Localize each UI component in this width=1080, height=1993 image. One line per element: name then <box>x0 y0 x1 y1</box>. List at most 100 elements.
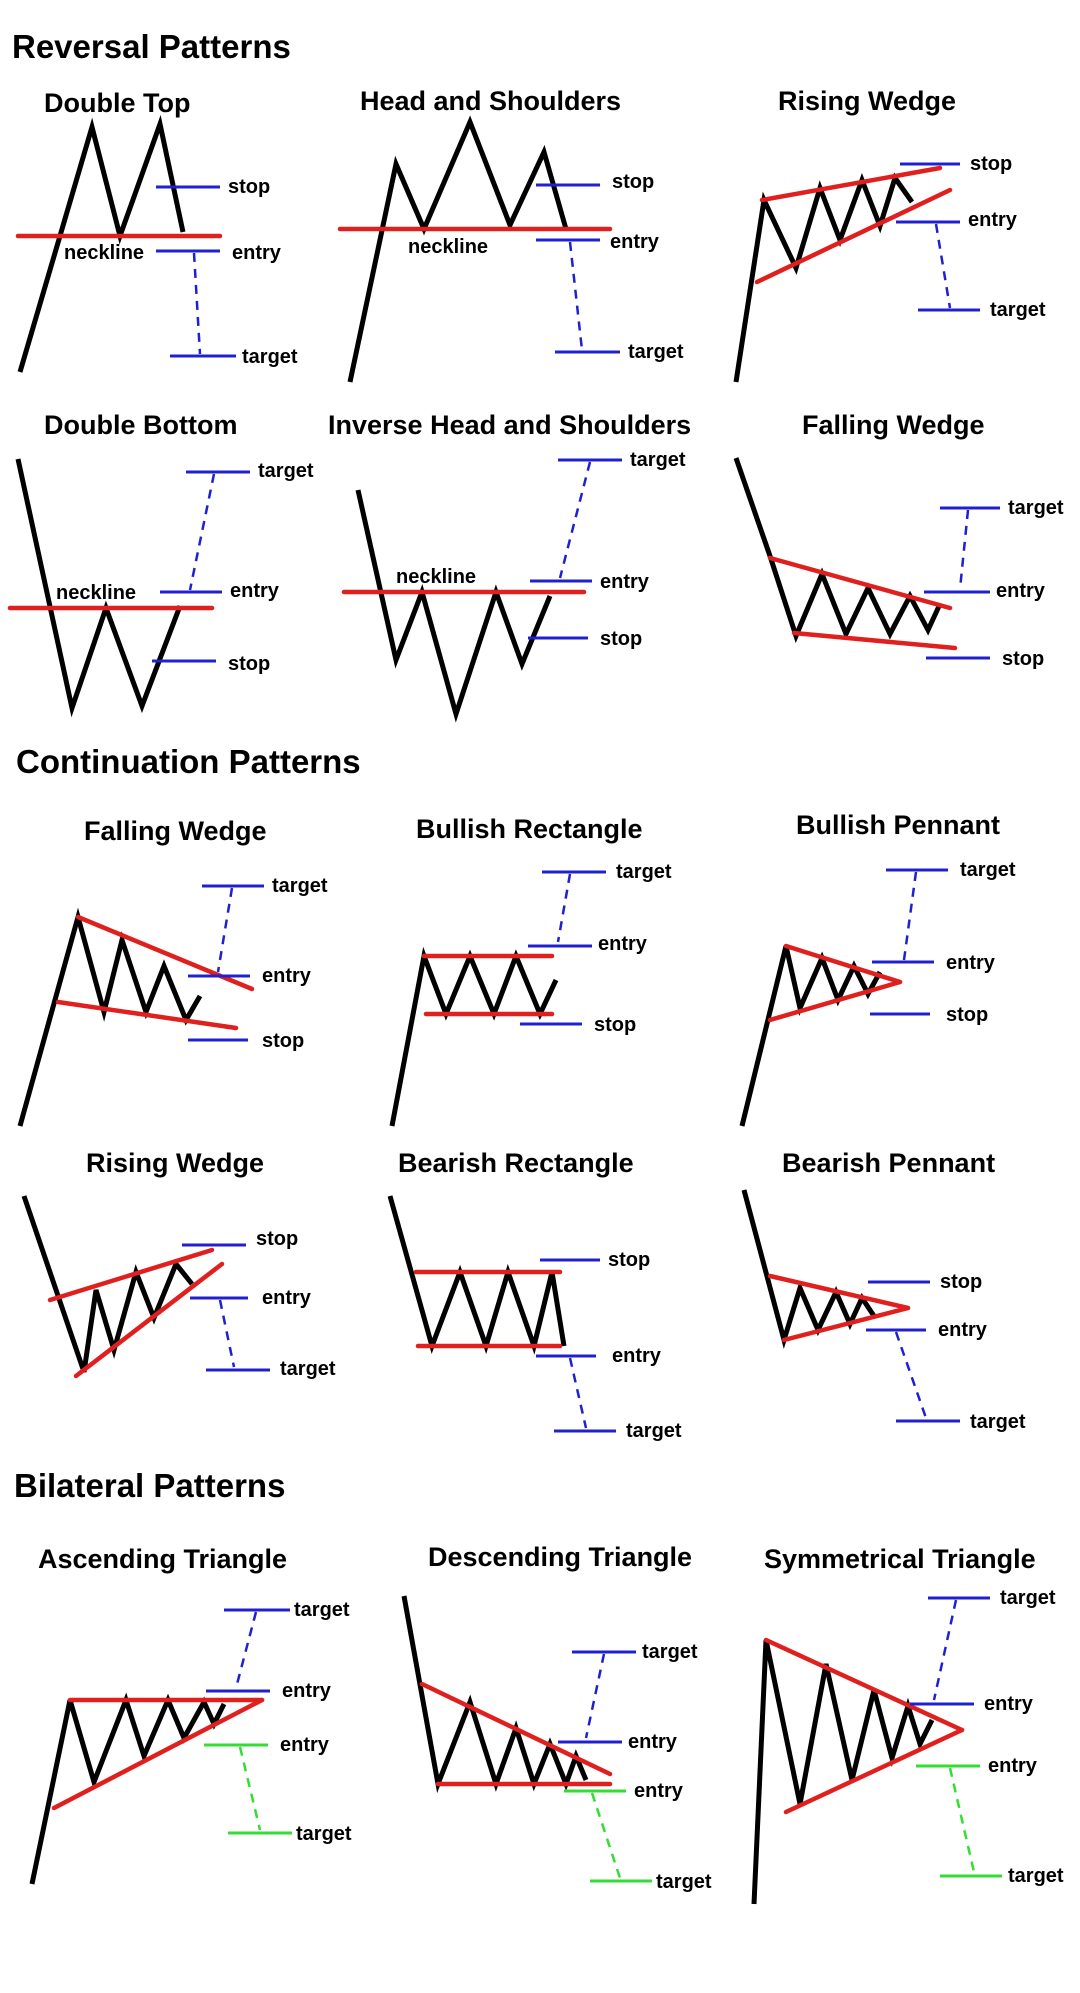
upper-trendline <box>767 1273 911 1311</box>
price-line <box>401 1595 589 1794</box>
projection-line <box>192 252 202 355</box>
target-label: target <box>990 299 1046 321</box>
pattern-bullish-rectangle: Bullish Rectangle target entry stop <box>389 814 672 1127</box>
entry-label: entry <box>938 1319 988 1341</box>
projection-line <box>218 1299 236 1368</box>
stop-label: stop <box>594 1014 636 1036</box>
entry-label: entry <box>262 965 312 987</box>
pattern-title-rising-wedge: Rising Wedge <box>778 86 956 116</box>
alt-projection-line <box>238 1746 262 1831</box>
target-label: target <box>626 1420 682 1442</box>
stop-label: stop <box>600 628 642 650</box>
neckline-label: neckline <box>56 582 136 604</box>
projection-line <box>216 887 234 973</box>
target-label: target <box>258 460 314 482</box>
upper-trendline <box>47 1247 215 1303</box>
lower-trendline <box>783 1727 965 1815</box>
price-line <box>739 945 883 1127</box>
pattern-inverse-head-shoulders: Inverse Head and Shoulders neckline targ… <box>328 410 691 723</box>
stop-label: stop <box>256 1228 298 1250</box>
price-line <box>387 1195 567 1355</box>
stop-label: stop <box>228 176 270 198</box>
target-label: target <box>272 875 328 897</box>
pattern-title-bearish-rectangle: Bearish Rectangle <box>398 1148 634 1178</box>
entry-label: entry <box>282 1680 332 1702</box>
section-title-continuation: Continuation Patterns <box>16 743 361 780</box>
entry-label: entry <box>968 209 1018 231</box>
entry-label: entry <box>600 571 650 593</box>
pattern-bearish-pennant: Bearish Pennant stop entry target <box>741 1148 1026 1433</box>
pattern-title-bullish-pennant: Bullish Pennant <box>796 810 1000 840</box>
alt-target-label: target <box>296 1823 352 1845</box>
entry-label: entry <box>996 580 1046 602</box>
entry-label: entry <box>262 1287 312 1309</box>
section-title-reversal: Reversal Patterns <box>12 28 291 65</box>
pattern-title-ascending-triangle: Ascending Triangle <box>38 1544 287 1574</box>
lower-trendline <box>781 1305 911 1343</box>
alt-target-label: target <box>1008 1865 1064 1887</box>
lower-trendline <box>767 979 903 1023</box>
lower-trendline <box>55 999 239 1031</box>
lower-trendline <box>73 1261 225 1379</box>
stop-label: stop <box>946 1004 988 1026</box>
pattern-falling-wedge-continuation: Falling Wedge target entry stop <box>17 816 328 1127</box>
entry-label: entry <box>628 1731 678 1753</box>
target-label: target <box>616 861 672 883</box>
entry-label: entry <box>612 1345 662 1367</box>
stop-label: stop <box>970 153 1012 175</box>
stop-label: stop <box>1002 648 1044 670</box>
stop-label: stop <box>228 653 270 675</box>
pattern-double-bottom: Double Bottom neckline target entry stop <box>7 410 314 718</box>
target-label: target <box>294 1599 350 1621</box>
stop-label: stop <box>608 1249 650 1271</box>
pattern-title-rising-wedge-cont: Rising Wedge <box>86 1148 264 1178</box>
target-label: target <box>642 1641 698 1663</box>
pattern-title-falling-wedge: Falling Wedge <box>802 410 985 440</box>
entry-label: entry <box>610 231 660 253</box>
price-line <box>347 115 569 383</box>
target-label: target <box>1000 1587 1056 1609</box>
projection-line <box>188 473 216 591</box>
pattern-bullish-pennant: Bullish Pennant target entry stop <box>739 810 1016 1127</box>
neckline-label: neckline <box>64 242 144 264</box>
pattern-title-descending-triangle: Descending Triangle <box>428 1542 692 1572</box>
alt-entry-label: entry <box>280 1734 330 1756</box>
entry-label: entry <box>598 933 648 955</box>
pattern-title-falling-wedge-cont: Falling Wedge <box>84 816 267 846</box>
entry-label: entry <box>946 952 996 974</box>
pattern-title-symmetrical-triangle: Symmetrical Triangle <box>764 1544 1036 1574</box>
entry-label: entry <box>984 1693 1034 1715</box>
alt-projection-line <box>590 1792 622 1879</box>
price-line <box>355 489 553 723</box>
projection-line <box>558 461 592 579</box>
alt-entry-label: entry <box>988 1755 1038 1777</box>
price-line <box>21 1195 194 1373</box>
support-trendline <box>51 1697 265 1811</box>
entry-label: entry <box>230 580 280 602</box>
alt-projection-line <box>948 1767 976 1873</box>
projection-line <box>934 223 952 309</box>
pattern-bearish-rectangle: Bearish Rectangle stop entry target <box>387 1148 682 1442</box>
price-line <box>733 457 943 644</box>
price-line <box>741 1189 877 1350</box>
stop-label: stop <box>612 171 654 193</box>
price-line <box>389 946 559 1127</box>
pattern-title-double-bottom: Double Bottom <box>44 410 237 440</box>
projection-line <box>932 1599 958 1701</box>
projection-line <box>556 873 572 943</box>
projection-line <box>568 241 584 351</box>
neckline-label: neckline <box>396 566 476 588</box>
target-label: target <box>1008 497 1064 519</box>
pattern-descending-triangle: Descending Triangle target entry entry t… <box>401 1542 712 1893</box>
pattern-head-shoulders: Head and Shoulders neckline stop entry t… <box>337 86 684 383</box>
upper-trendline <box>763 1637 965 1733</box>
pattern-ascending-triangle: Ascending Triangle target entry entry ta… <box>29 1544 352 1885</box>
projection-line <box>902 871 918 961</box>
section-title-bilateral: Bilateral Patterns <box>14 1467 285 1504</box>
projection-line <box>584 1653 606 1739</box>
stop-label: stop <box>940 1271 982 1293</box>
alt-entry-label: entry <box>634 1780 684 1802</box>
price-line <box>29 1692 227 1885</box>
upper-trendline <box>759 165 943 203</box>
projection-line <box>894 1331 928 1419</box>
